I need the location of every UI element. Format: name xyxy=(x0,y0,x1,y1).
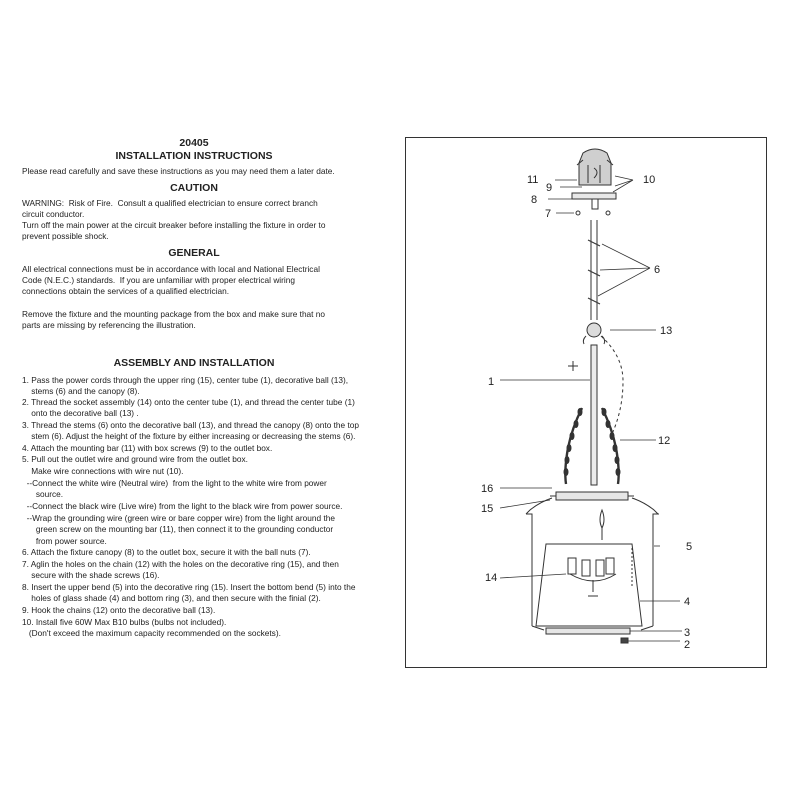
callout-label: 7 xyxy=(545,208,551,220)
assembly-step: from power source. xyxy=(22,536,107,546)
assembly-step: 2. Thread the socket assembly (14) onto … xyxy=(22,397,355,407)
general-line: parts are missing by referencing the ill… xyxy=(22,320,196,330)
caution-line: circuit conductor. xyxy=(22,209,85,219)
assembly-step: onto the decorative ball (13) . xyxy=(22,408,139,418)
socket-cluster xyxy=(567,557,617,597)
assembly-step: 1. Pass the power cords through the uppe… xyxy=(22,375,349,385)
callout-label: 16 xyxy=(481,483,493,495)
callout-label: 15 xyxy=(481,503,493,515)
assembly-step: 9. Hook the chains (12) onto the decorat… xyxy=(22,605,216,615)
general-heading: GENERAL xyxy=(168,247,220,259)
callout-label: 9 xyxy=(546,182,552,194)
assembly-step: holes of glass shade (4) and bottom ring… xyxy=(22,593,321,603)
model-number: 20405 xyxy=(179,137,209,149)
callout-label: 14 xyxy=(485,572,497,584)
assembly-step: --Connect the white wire (Neutral wire) … xyxy=(22,478,327,488)
assembly-step: secure with the shade screws (16). xyxy=(22,570,160,580)
assembly-step: source. xyxy=(22,489,64,499)
callout-label: 5 xyxy=(686,541,692,553)
stems xyxy=(587,220,601,320)
callout-label: 8 xyxy=(531,194,537,206)
callout-label: 13 xyxy=(660,325,672,337)
assembly-step: green screw on the mounting bar (11), th… xyxy=(22,524,334,534)
assembly-step: 8. Insert the upper bend (5) into the de… xyxy=(22,582,356,592)
caution-heading: CAUTION xyxy=(170,182,218,194)
general-line: Remove the fixture and the mounting pack… xyxy=(22,309,326,319)
glass-shade xyxy=(535,543,643,627)
assembly-step: 10. Install five 60W Max B10 bulbs (bulb… xyxy=(22,617,227,627)
caution-line: WARNING: Risk of Fire. Consult a qualifi… xyxy=(22,198,318,208)
general-line: Code (N.E.C.) standards. If you are unfa… xyxy=(22,275,295,285)
callout-label: 10 xyxy=(643,174,655,186)
outlet-box-assembly xyxy=(571,148,617,216)
callout-label: 6 xyxy=(654,264,660,276)
callout-label: 11 xyxy=(527,174,538,186)
callout-label: 2 xyxy=(684,639,690,651)
assembly-step: 7. Aglin the holes on the chain (12) wit… xyxy=(22,559,339,569)
callout-label: 1 xyxy=(488,376,494,388)
caution-line: prevent possible shock. xyxy=(22,231,109,241)
upper-bends xyxy=(525,497,659,631)
assembly-step: (Don't exceed the maximum capacity recom… xyxy=(22,628,281,638)
diagram-frame xyxy=(405,137,767,668)
caution-line: Turn off the main power at the circuit b… xyxy=(22,220,326,230)
intro-text: Please read carefully and save these ins… xyxy=(22,166,335,176)
leader-lines xyxy=(499,175,682,642)
callout-labels: 11 9 8 7 10 6 13 1 12 16 15 5 14 4 3 2 xyxy=(481,174,692,651)
decorative-ring xyxy=(550,491,634,501)
assembly-step: 6. Attach the fixture canopy (8) to the … xyxy=(22,547,311,557)
assembly-step: 5. Pull out the outlet wire and ground w… xyxy=(22,454,248,464)
general-line: All electrical connections must be in ac… xyxy=(22,264,320,274)
callout-label: 4 xyxy=(684,596,690,608)
general-line: connections obtain the services of a qua… xyxy=(22,286,230,296)
assembly-step: 4. Attach the mounting bar (11) with box… xyxy=(22,443,273,453)
assembly-step: --Wrap the grounding wire (green wire or… xyxy=(22,513,335,523)
document-title: INSTALLATION INSTRUCTIONS xyxy=(115,150,273,162)
assembly-step: Make wire connections with wire nut (10)… xyxy=(22,466,184,476)
assembly-step: stems (6) and the canopy (8). xyxy=(22,386,140,396)
callout-label: 12 xyxy=(658,435,670,447)
assembly-step: 3. Thread the stems (6) onto the decorat… xyxy=(22,420,359,430)
assembly-step: --Connect the black wire (Live wire) fro… xyxy=(22,501,343,511)
assembly-step: stem (6). Adjust the height of the fixtu… xyxy=(22,431,356,441)
chain-links xyxy=(563,408,621,476)
decorative-ball xyxy=(582,322,624,437)
callout-label: 3 xyxy=(684,627,690,639)
assembly-heading: ASSEMBLY AND INSTALLATION xyxy=(113,357,275,369)
